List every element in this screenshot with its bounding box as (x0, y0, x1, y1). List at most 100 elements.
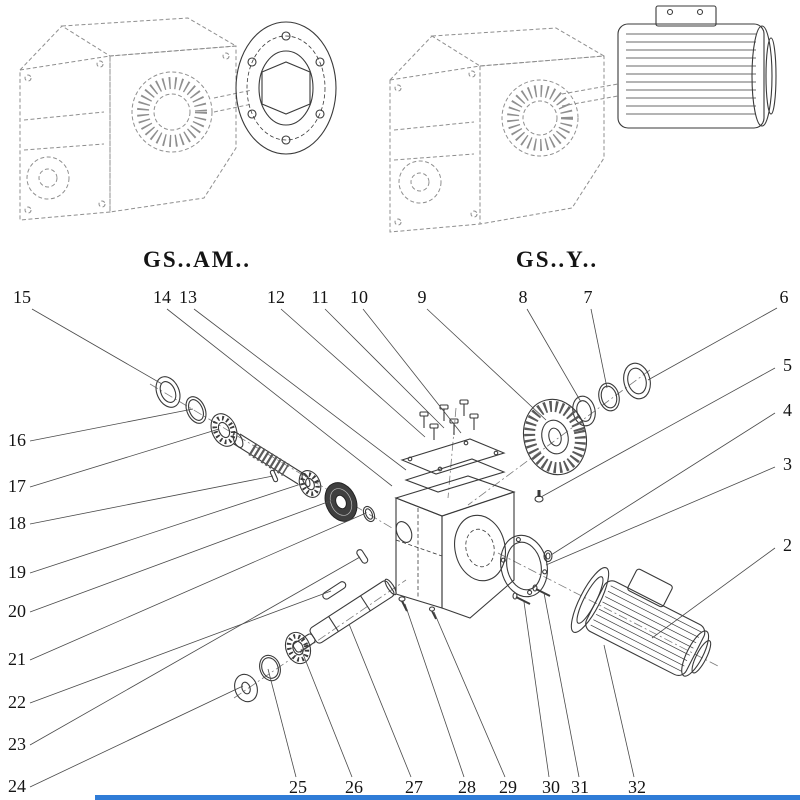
leader-line-30 (523, 601, 550, 778)
input-boss-hatch (137, 77, 207, 147)
part-number-28: 28 (458, 777, 476, 797)
input-retaining-ring (185, 396, 207, 424)
input-seal-ring (155, 376, 181, 408)
shaft-circlip (259, 654, 281, 682)
part-number-32: 32 (628, 777, 646, 797)
leader-line-8 (526, 308, 582, 403)
leader-line-2 (651, 547, 776, 639)
leader-line-20 (29, 499, 334, 613)
leader-line-11 (324, 308, 445, 429)
leader-line-22 (29, 590, 332, 704)
leader-line-7 (590, 308, 608, 389)
part-number-29: 29 (499, 777, 517, 797)
input-bearing (210, 413, 238, 447)
assembled-view-gs-am (19, 17, 253, 221)
cover-gasket (404, 458, 506, 493)
part-number-25: 25 (289, 777, 307, 797)
exploded-motor (570, 567, 712, 677)
side-plug (543, 549, 553, 563)
leader-line-27 (348, 623, 412, 778)
input-boss-hatch-y (507, 85, 573, 151)
large-gear (522, 398, 588, 476)
gear-seal-ring (623, 362, 651, 400)
gear-circlip (598, 382, 620, 412)
label-gs-am: GS..AM.. (143, 247, 251, 272)
part-number-10: 10 (350, 287, 368, 307)
part-number-14: 14 (153, 287, 171, 307)
part-number-6: 6 (780, 287, 789, 307)
leader-line-4 (550, 412, 776, 556)
cover-plate (400, 438, 506, 475)
part-number-8: 8 (519, 287, 528, 307)
shaft-key (322, 581, 347, 600)
part-number-30: 30 (542, 777, 560, 797)
leader-line-15 (31, 308, 163, 385)
leader-line-6 (647, 307, 778, 381)
leader-line-32 (603, 644, 635, 778)
leader-line-12 (280, 308, 426, 438)
leader-line-10 (362, 308, 462, 434)
part-number-16: 16 (8, 430, 26, 450)
motor-fins (626, 33, 756, 115)
output-flange (500, 534, 548, 598)
leader-line-21 (29, 512, 367, 661)
part-number-9: 9 (418, 287, 427, 307)
flange-bolt-31 (532, 584, 551, 597)
leader-line-31 (543, 592, 580, 778)
leader-line-29 (433, 611, 506, 778)
part-number-21: 21 (8, 649, 26, 669)
part-number-24: 24 (8, 776, 26, 796)
worm-threads (248, 443, 290, 476)
leader-line-26 (300, 648, 353, 778)
shaft-washer (234, 673, 258, 703)
fan-cover-rim (765, 37, 777, 115)
leader-line-19 (29, 482, 305, 574)
flange-bolt-30 (512, 592, 531, 605)
part-number-31: 31 (571, 777, 589, 797)
part-number-3: 3 (783, 454, 792, 474)
small-spacer-ring (362, 505, 376, 523)
bearing-balls (300, 472, 320, 496)
part-number-17: 17 (8, 476, 26, 496)
breather-plug (534, 490, 544, 503)
assembled-view-gs-y (389, 27, 619, 233)
leader-line-25 (267, 668, 297, 778)
shaft-bearing (284, 631, 312, 665)
motor-gs-y (617, 5, 777, 129)
part-number-13: 13 (179, 287, 197, 307)
bottom-blue-line (95, 795, 800, 800)
leader-line-18 (29, 475, 274, 525)
part-number-20: 20 (8, 601, 26, 621)
terminal-box (655, 5, 717, 27)
bearing-balls (286, 634, 310, 662)
part-number-7: 7 (584, 287, 593, 307)
part-number-22: 22 (8, 692, 26, 712)
part-number-15: 15 (13, 287, 31, 307)
part-number-19: 19 (8, 562, 26, 582)
bearing-balls (212, 415, 236, 445)
motor-fins-exploded (590, 585, 702, 672)
leader-line-23 (29, 556, 361, 746)
part-number-2: 2 (783, 535, 792, 555)
housing-screw-29 (428, 606, 437, 620)
part-number-12: 12 (267, 287, 285, 307)
shaft-pin (356, 549, 369, 564)
part-number-18: 18 (8, 513, 26, 533)
leader-line-14 (166, 308, 393, 487)
motor-end-bell (751, 25, 773, 127)
part-number-11: 11 (311, 287, 328, 307)
cover-bolts (419, 399, 479, 440)
gear-housing (394, 475, 516, 619)
worm-shaft (232, 431, 311, 488)
label-gs-y: GS..Y.. (516, 247, 598, 272)
leader-line-3 (545, 466, 776, 566)
leader-line-17 (29, 428, 220, 488)
worm-pin (269, 469, 279, 483)
part-number-5: 5 (783, 355, 792, 375)
output-flange-gs-am (235, 21, 337, 155)
part-number-4: 4 (783, 400, 792, 420)
leader-line-9 (426, 308, 547, 421)
leader-line-24 (29, 685, 244, 788)
